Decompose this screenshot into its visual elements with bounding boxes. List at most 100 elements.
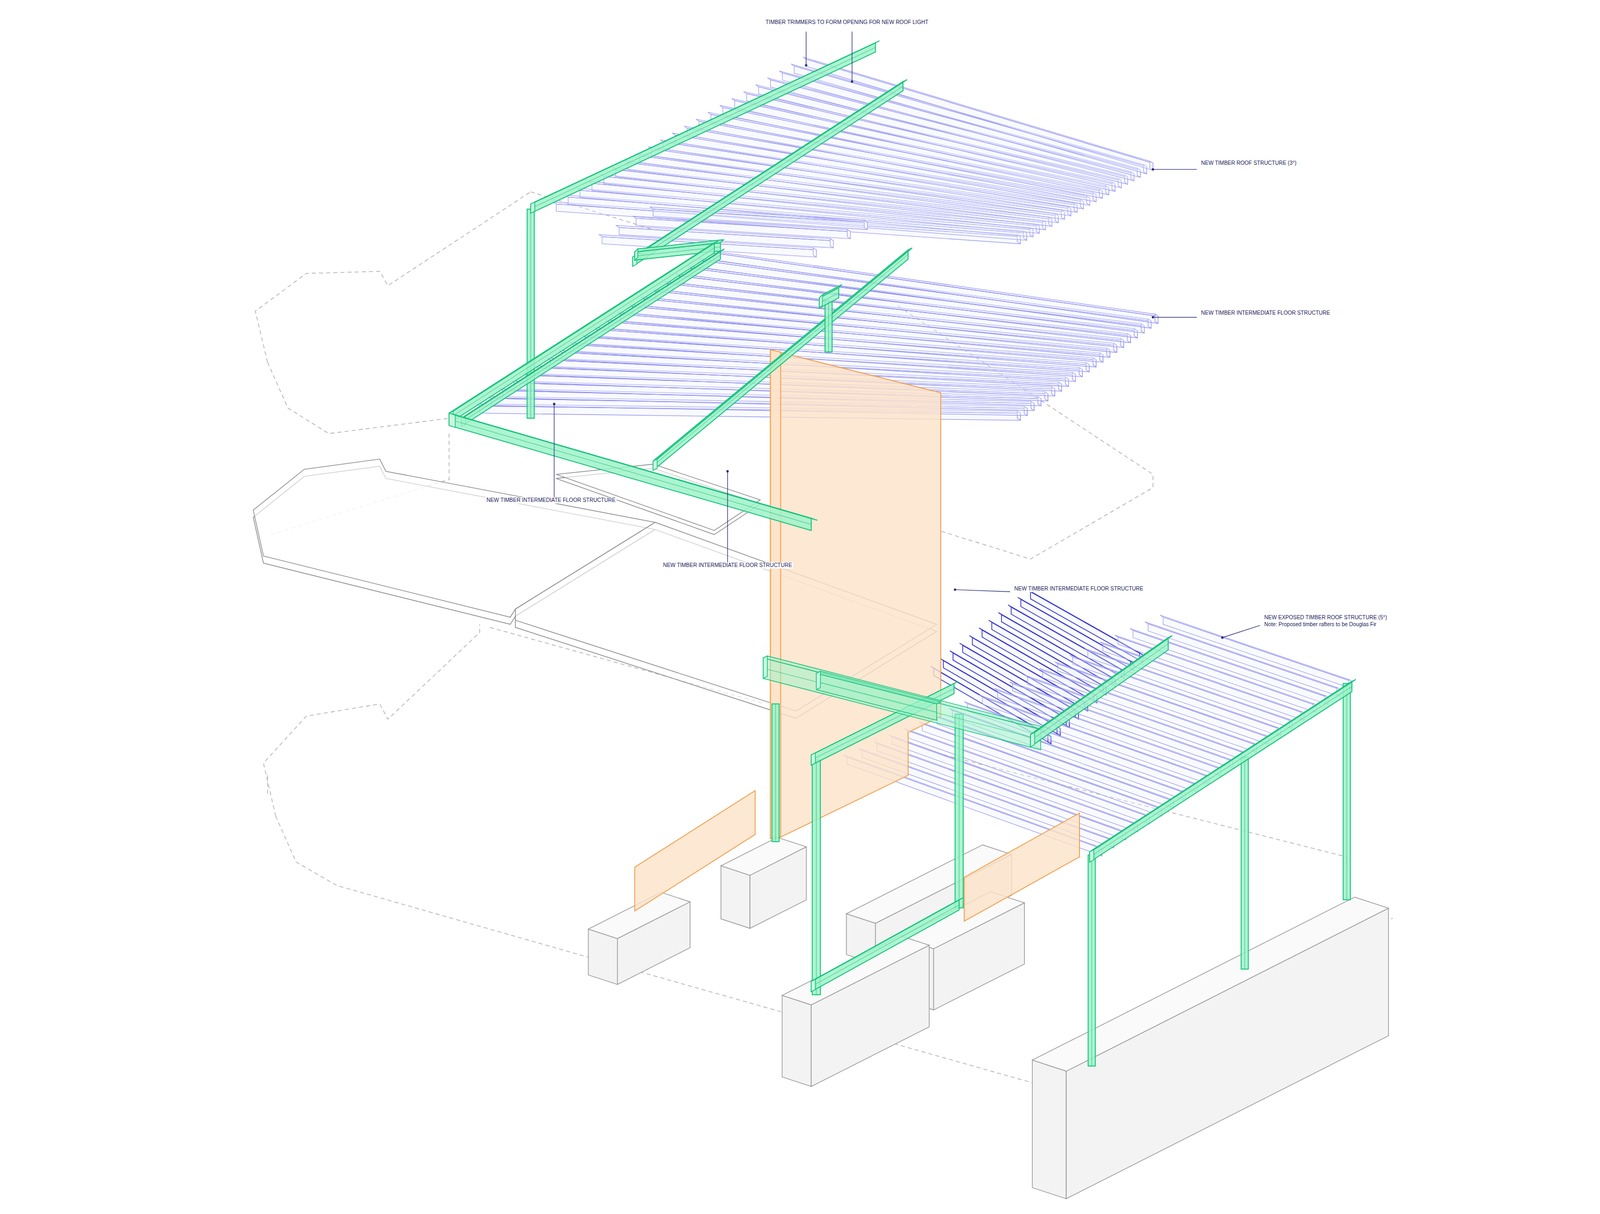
leader-dot	[726, 469, 730, 473]
roof-trimmer-end	[830, 238, 834, 248]
steel-web	[958, 714, 960, 908]
foundation-front	[1066, 908, 1389, 1199]
dashed-outlines	[255, 192, 1394, 1097]
existing-outline	[255, 192, 531, 363]
steel-web	[1091, 854, 1093, 1067]
steel-web	[1244, 756, 1245, 970]
steel-column	[771, 704, 779, 842]
leader-line	[1222, 625, 1261, 638]
steel-column	[955, 714, 964, 908]
steel-web	[653, 254, 909, 466]
leader-line	[805, 31, 807, 66]
steel-web	[449, 419, 812, 525]
steel-beam	[449, 413, 812, 531]
steel-beam-end	[1030, 732, 1035, 747]
steel-beam-flange	[816, 670, 941, 704]
floor-joist	[714, 252, 1158, 324]
floor-joist	[702, 260, 1151, 329]
callout-label: Note: Proposed timber rafters to be Doug…	[1263, 621, 1378, 628]
roof-rafter	[1163, 617, 1352, 689]
foundation-side	[1032, 1059, 1067, 1199]
steel-web	[449, 248, 715, 419]
steel-beam-end	[634, 249, 638, 261]
steel-beam	[819, 287, 839, 308]
leader-dot	[1221, 636, 1224, 639]
roof-trimmer-end	[847, 229, 851, 239]
masonry-wall	[964, 812, 1080, 922]
roof-trimmer-end	[864, 220, 868, 230]
steel-beam	[811, 899, 959, 992]
leader-dot	[804, 64, 808, 67]
existing-outline	[267, 362, 450, 434]
steel-beam-flange	[461, 249, 725, 419]
callout-label: NEW EXPOSED TIMBER ROOF STRUCTURE (5°)	[1263, 614, 1389, 621]
steel-beam-end	[811, 753, 816, 766]
steel-beam-flange	[763, 656, 1045, 730]
steel-beam-flange	[1030, 635, 1173, 735]
steel-beam	[449, 242, 715, 424]
roof-rafter	[1148, 624, 1341, 697]
leader-lines	[553, 31, 1261, 639]
steel-beam	[461, 251, 721, 427]
steel-beam-flange	[653, 248, 913, 462]
steel-beam-flange	[530, 41, 880, 205]
leader-line	[1153, 169, 1197, 170]
leader-dot	[553, 402, 556, 406]
leader-dot	[953, 588, 957, 591]
roof-trimmer-end	[813, 248, 817, 258]
leader-line	[851, 31, 853, 82]
foundation-side	[721, 865, 751, 928]
foundation-top	[1032, 897, 1389, 1071]
floor-joist-end	[1155, 314, 1159, 324]
steel-web	[811, 904, 959, 987]
masonry-wall	[770, 349, 941, 839]
steel-beam-flange	[449, 240, 719, 413]
roof-joist	[803, 57, 1154, 164]
leader-line	[955, 589, 1011, 592]
steel-column	[1088, 854, 1095, 1067]
steel-beam-end	[1089, 849, 1094, 862]
leader-line	[1153, 316, 1197, 318]
existing-outline	[267, 775, 268, 796]
steel-beam-flange	[1089, 679, 1356, 852]
steel-web	[763, 668, 1041, 740]
callout-label: NEW TIMBER INTERMEDIATE FLOOR STRUCTURE	[485, 497, 617, 504]
steel-web	[461, 254, 721, 423]
roof-rafter	[1145, 621, 1340, 690]
steel-beam-end	[816, 670, 821, 690]
leader-line	[727, 471, 728, 564]
steel-web	[816, 681, 938, 712]
steel-beam-end	[653, 459, 658, 471]
floor-joist	[690, 268, 1144, 333]
callout-label: NEW TIMBER INTERMEDIATE FLOOR STRUCTURE	[1200, 309, 1332, 317]
steel-web	[775, 704, 776, 842]
steel-web	[1346, 683, 1348, 900]
callout-label: NEW TIMBER ROOF STRUCTURE (3°)	[1200, 160, 1298, 167]
steel-beam	[530, 42, 876, 213]
steel-column	[812, 760, 821, 995]
steel-beam-end	[530, 202, 535, 214]
steel-beam-flange	[449, 413, 818, 521]
steel-web	[828, 301, 829, 352]
steel-web	[632, 86, 903, 262]
leader-dot	[1151, 168, 1155, 171]
steel-frame	[449, 41, 1356, 1067]
steel-beam-end	[819, 294, 823, 309]
steel-column	[526, 209, 534, 419]
steel-beam-flange	[632, 79, 907, 258]
steel-web	[816, 760, 817, 995]
roof-trimmer	[650, 206, 868, 223]
steel-column	[1241, 756, 1248, 970]
callout-label: TIMBER TRIMMERS TO FORM OPENING FOR NEW …	[764, 19, 930, 26]
steel-beam-flange	[811, 897, 964, 982]
steel-web	[530, 209, 532, 419]
steel-beam	[1089, 681, 1352, 863]
steel-beam	[763, 658, 1041, 750]
steel-column	[1342, 683, 1350, 900]
callout-label: NEW TIMBER INTERMEDIATE FLOOR STRUCTURE	[661, 562, 794, 569]
steel-beam-end	[763, 656, 768, 679]
roof-joist	[770, 80, 1135, 181]
callout-label: NEW TIMBER INTERMEDIATE FLOOR STRUCTURE	[1013, 585, 1145, 592]
steel-beam-end	[449, 413, 455, 428]
